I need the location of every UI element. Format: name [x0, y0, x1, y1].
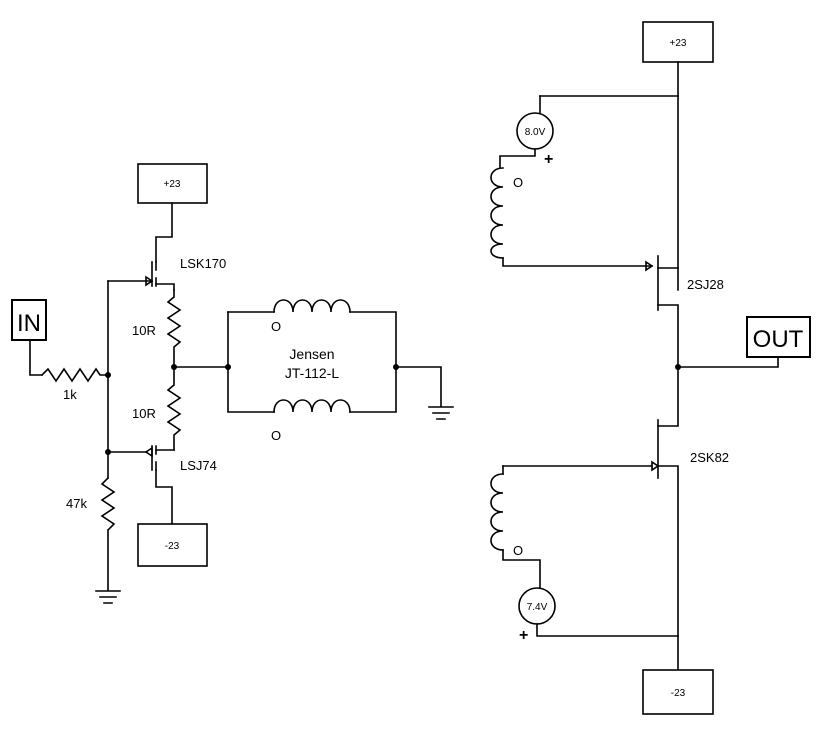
junction-dot	[105, 372, 111, 378]
jfet-top-label: LSK170	[180, 256, 226, 271]
resistor-icon	[166, 289, 182, 368]
jfet-icon	[107, 261, 175, 291]
input-label: IN	[17, 310, 41, 337]
ground-icon	[428, 406, 454, 420]
meter-bottom-polarity: +	[519, 627, 528, 644]
svg-text:-23: -23	[671, 688, 686, 699]
voltmeter-icon: 7.4V	[518, 587, 556, 625]
resistor-1k-label: 1k	[63, 387, 77, 402]
jfet-out-bot-label: 2SK82	[690, 450, 729, 465]
rail-neg-left: -23	[137, 523, 208, 567]
svg-text:+23: +23	[670, 38, 687, 49]
transformer-part: JT-112-L	[285, 365, 339, 381]
jfet-icon	[651, 419, 679, 671]
resistor-icon	[100, 476, 116, 591]
jfet-icon	[107, 445, 175, 525]
winding-dot-upper: O	[513, 175, 523, 190]
transformer-name: Jensen	[289, 346, 334, 362]
voltmeter-icon: 8.0V	[516, 112, 554, 150]
inductor-icon	[490, 473, 504, 551]
rail-neg-right: -23	[642, 669, 714, 715]
rail-pos-left: +23	[137, 163, 208, 204]
resistor-bot-label: 10R	[132, 406, 156, 421]
resistor-top-label: 10R	[132, 323, 156, 338]
resistor-47k-label: 47k	[66, 496, 87, 511]
winding-dot-top: O	[271, 319, 281, 334]
resistor-icon	[40, 367, 109, 383]
svg-text:-23: -23	[165, 541, 180, 552]
output-label: OUT	[753, 326, 804, 353]
output-terminal: OUT	[746, 316, 811, 358]
meter-bottom-value: 7.4V	[527, 602, 548, 613]
inductor-icon	[273, 299, 351, 313]
ground-icon	[95, 590, 121, 604]
jfet-icon	[645, 255, 679, 368]
jfet-out-top-label: 2SJ28	[687, 277, 724, 292]
resistor-icon	[166, 366, 182, 451]
input-terminal: IN	[11, 299, 47, 341]
winding-dot-bottom: O	[271, 428, 281, 443]
jfet-bot-label: LSJ74	[180, 458, 217, 473]
meter-top-value: 8.0V	[525, 127, 546, 138]
meter-top-polarity: +	[544, 151, 553, 168]
rail-pos-right: +23	[642, 21, 714, 63]
svg-text:+23: +23	[164, 179, 181, 190]
inductor-icon	[273, 399, 351, 413]
inductor-icon	[490, 167, 504, 259]
winding-dot-lower: O	[513, 543, 523, 558]
